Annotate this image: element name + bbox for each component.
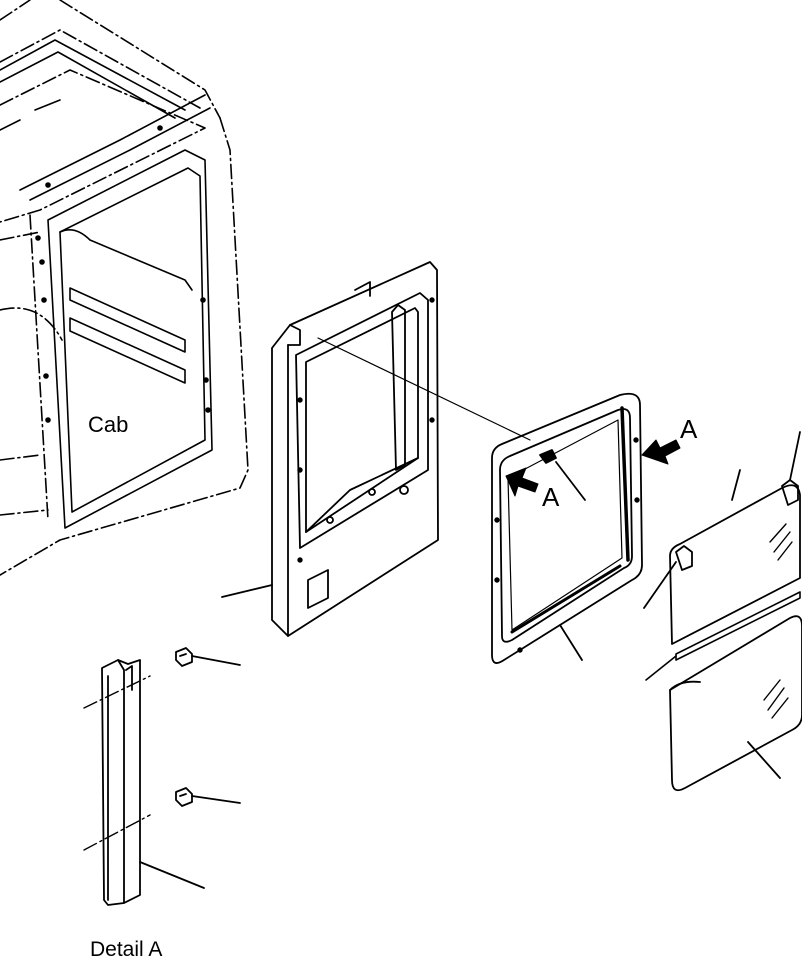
upper-sliding-glass: [644, 432, 800, 644]
arrow-a-left: [506, 468, 538, 496]
lower-fixed-glass: [670, 616, 802, 790]
cab-structure: [0, 0, 248, 575]
detail-a-bolt-lower: [176, 788, 240, 806]
guide-strip: [646, 592, 800, 680]
cab-label: Cab: [88, 412, 129, 437]
arrow-a-right-label: A: [680, 414, 698, 444]
glass-frame-seal: [318, 338, 642, 663]
detail-a-retainer: [84, 660, 204, 905]
detail-a-bolt-upper: [176, 648, 240, 666]
arrow-a-right: [642, 440, 680, 464]
detail-a-caption: Detail A: [90, 938, 163, 961]
arrow-a-left-label: A: [542, 482, 560, 512]
door-panel: [222, 262, 438, 636]
